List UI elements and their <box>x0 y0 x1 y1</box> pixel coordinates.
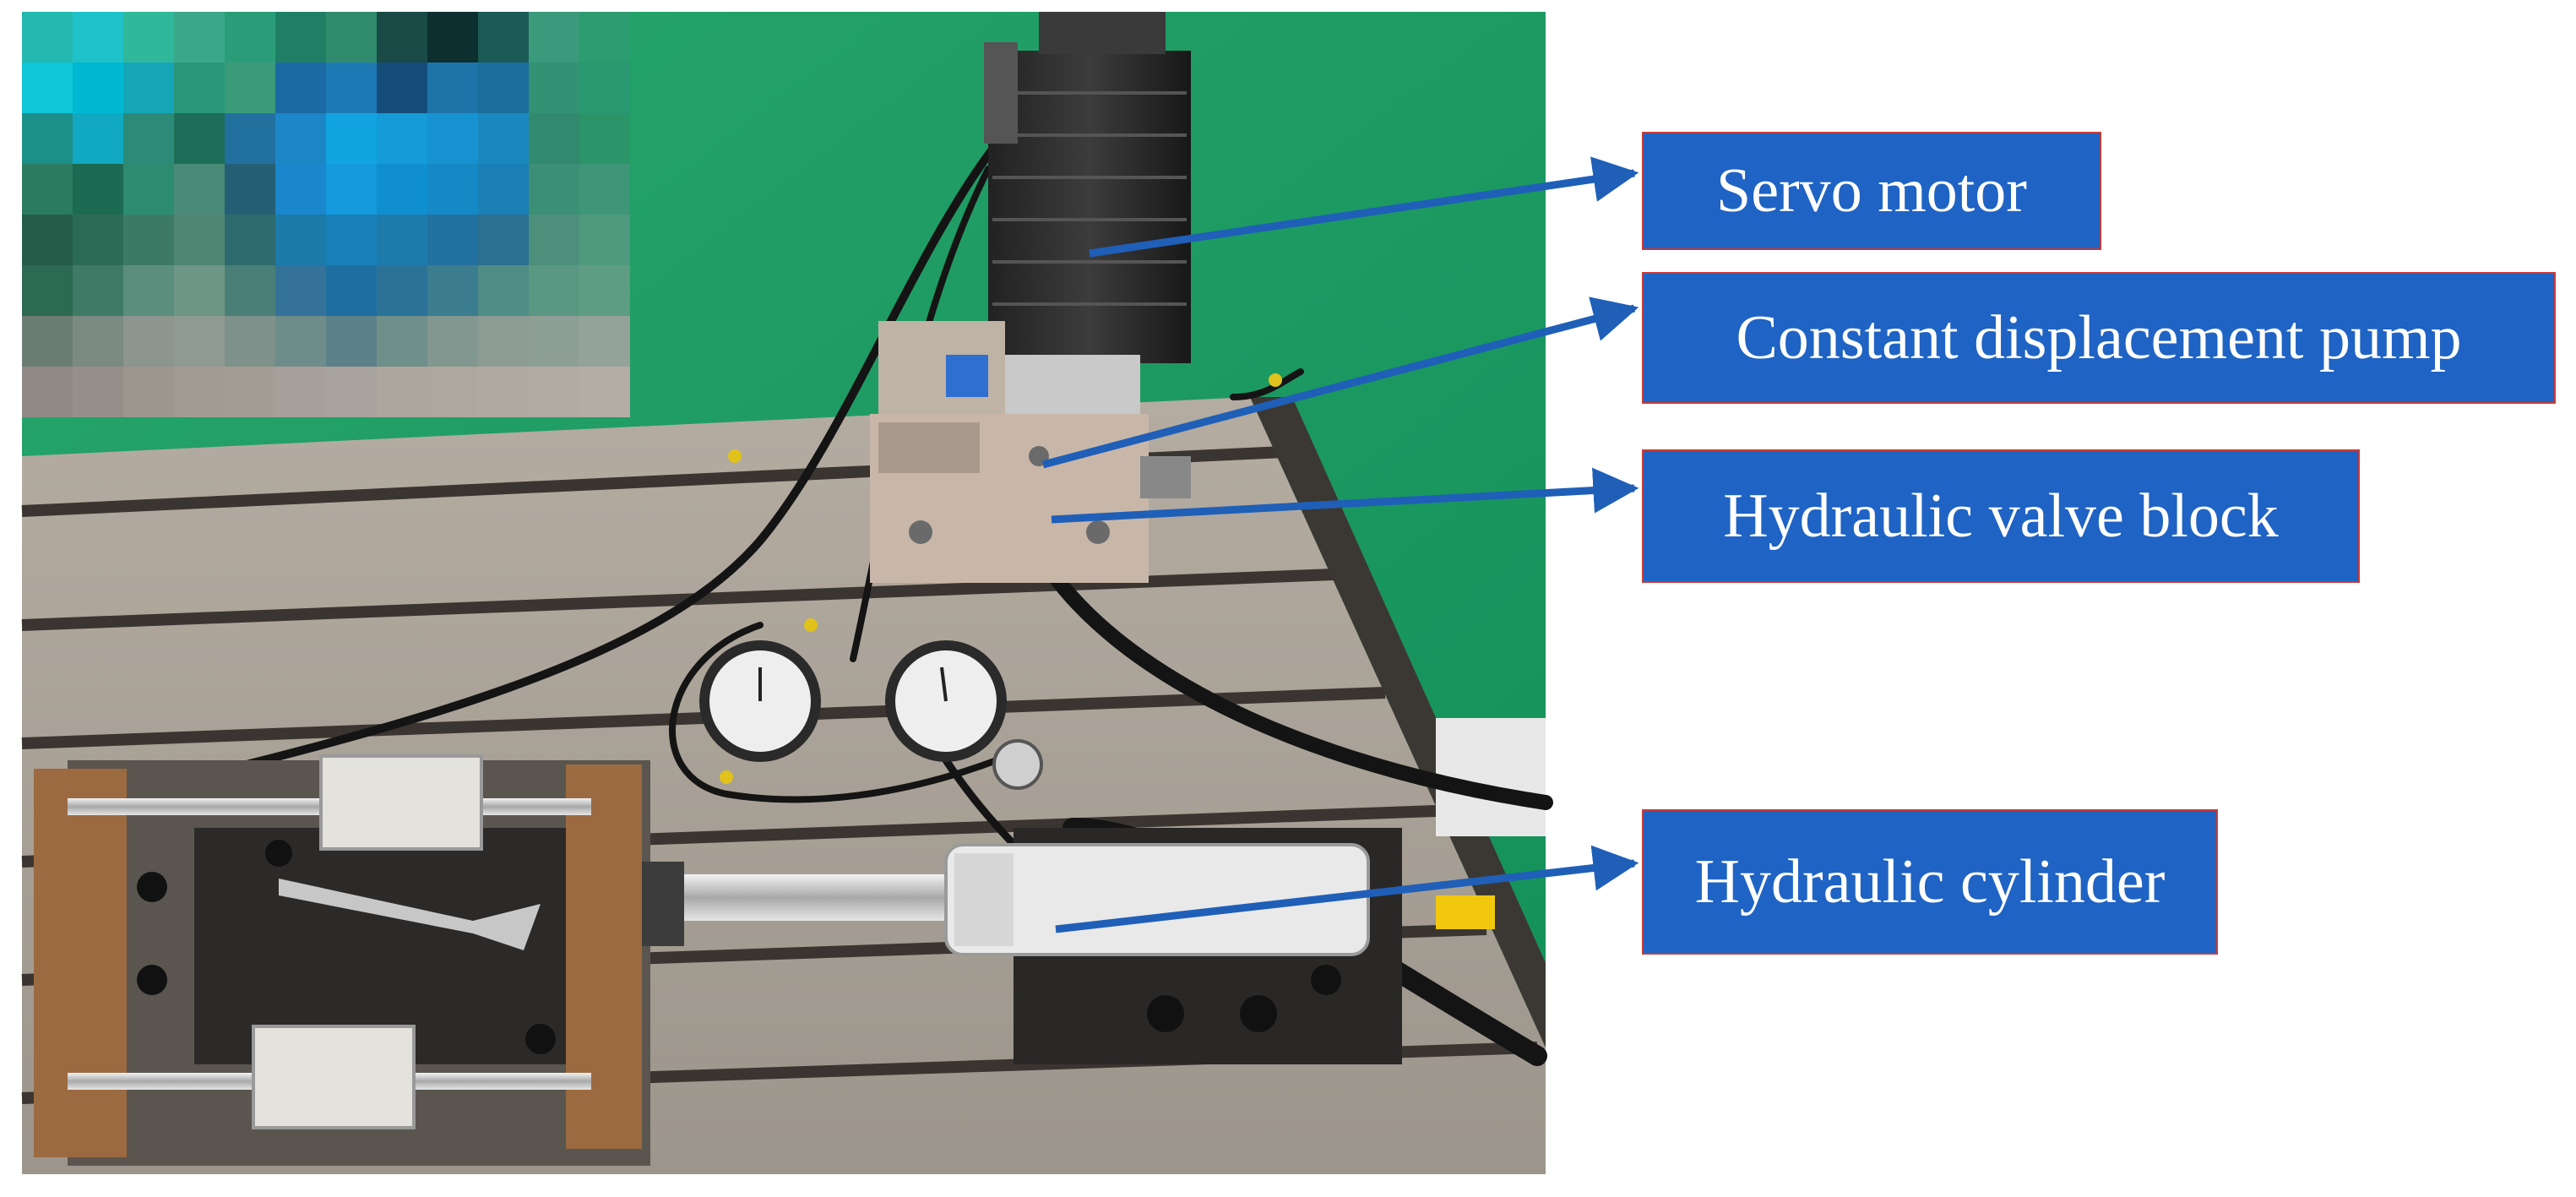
photo-background <box>21 12 1639 1174</box>
callout-arrows <box>1041 156 1639 933</box>
pump-and-valve-block <box>870 321 1191 583</box>
pixelated-region <box>22 12 630 417</box>
hydraulic-cylinder <box>642 828 1495 1064</box>
servo-motor <box>984 12 1191 363</box>
arrow-servo-motor <box>1089 156 1639 258</box>
pressure-gauges <box>699 373 1282 790</box>
label-servo-motor: Servo motor <box>1642 132 2101 250</box>
arrow-pump <box>1041 297 1639 469</box>
label-hydraulic-valve-block: Hydraulic valve block <box>1642 449 2360 583</box>
label-hydraulic-cylinder: Hydraulic cylinder <box>1642 809 2218 955</box>
linear-slide-fixture <box>34 754 650 1166</box>
arrow-valve-block <box>1051 467 1639 524</box>
label-constant-displacement-pump: Constant displacement pump <box>1642 272 2556 404</box>
arrow-cylinder <box>1055 845 1639 933</box>
